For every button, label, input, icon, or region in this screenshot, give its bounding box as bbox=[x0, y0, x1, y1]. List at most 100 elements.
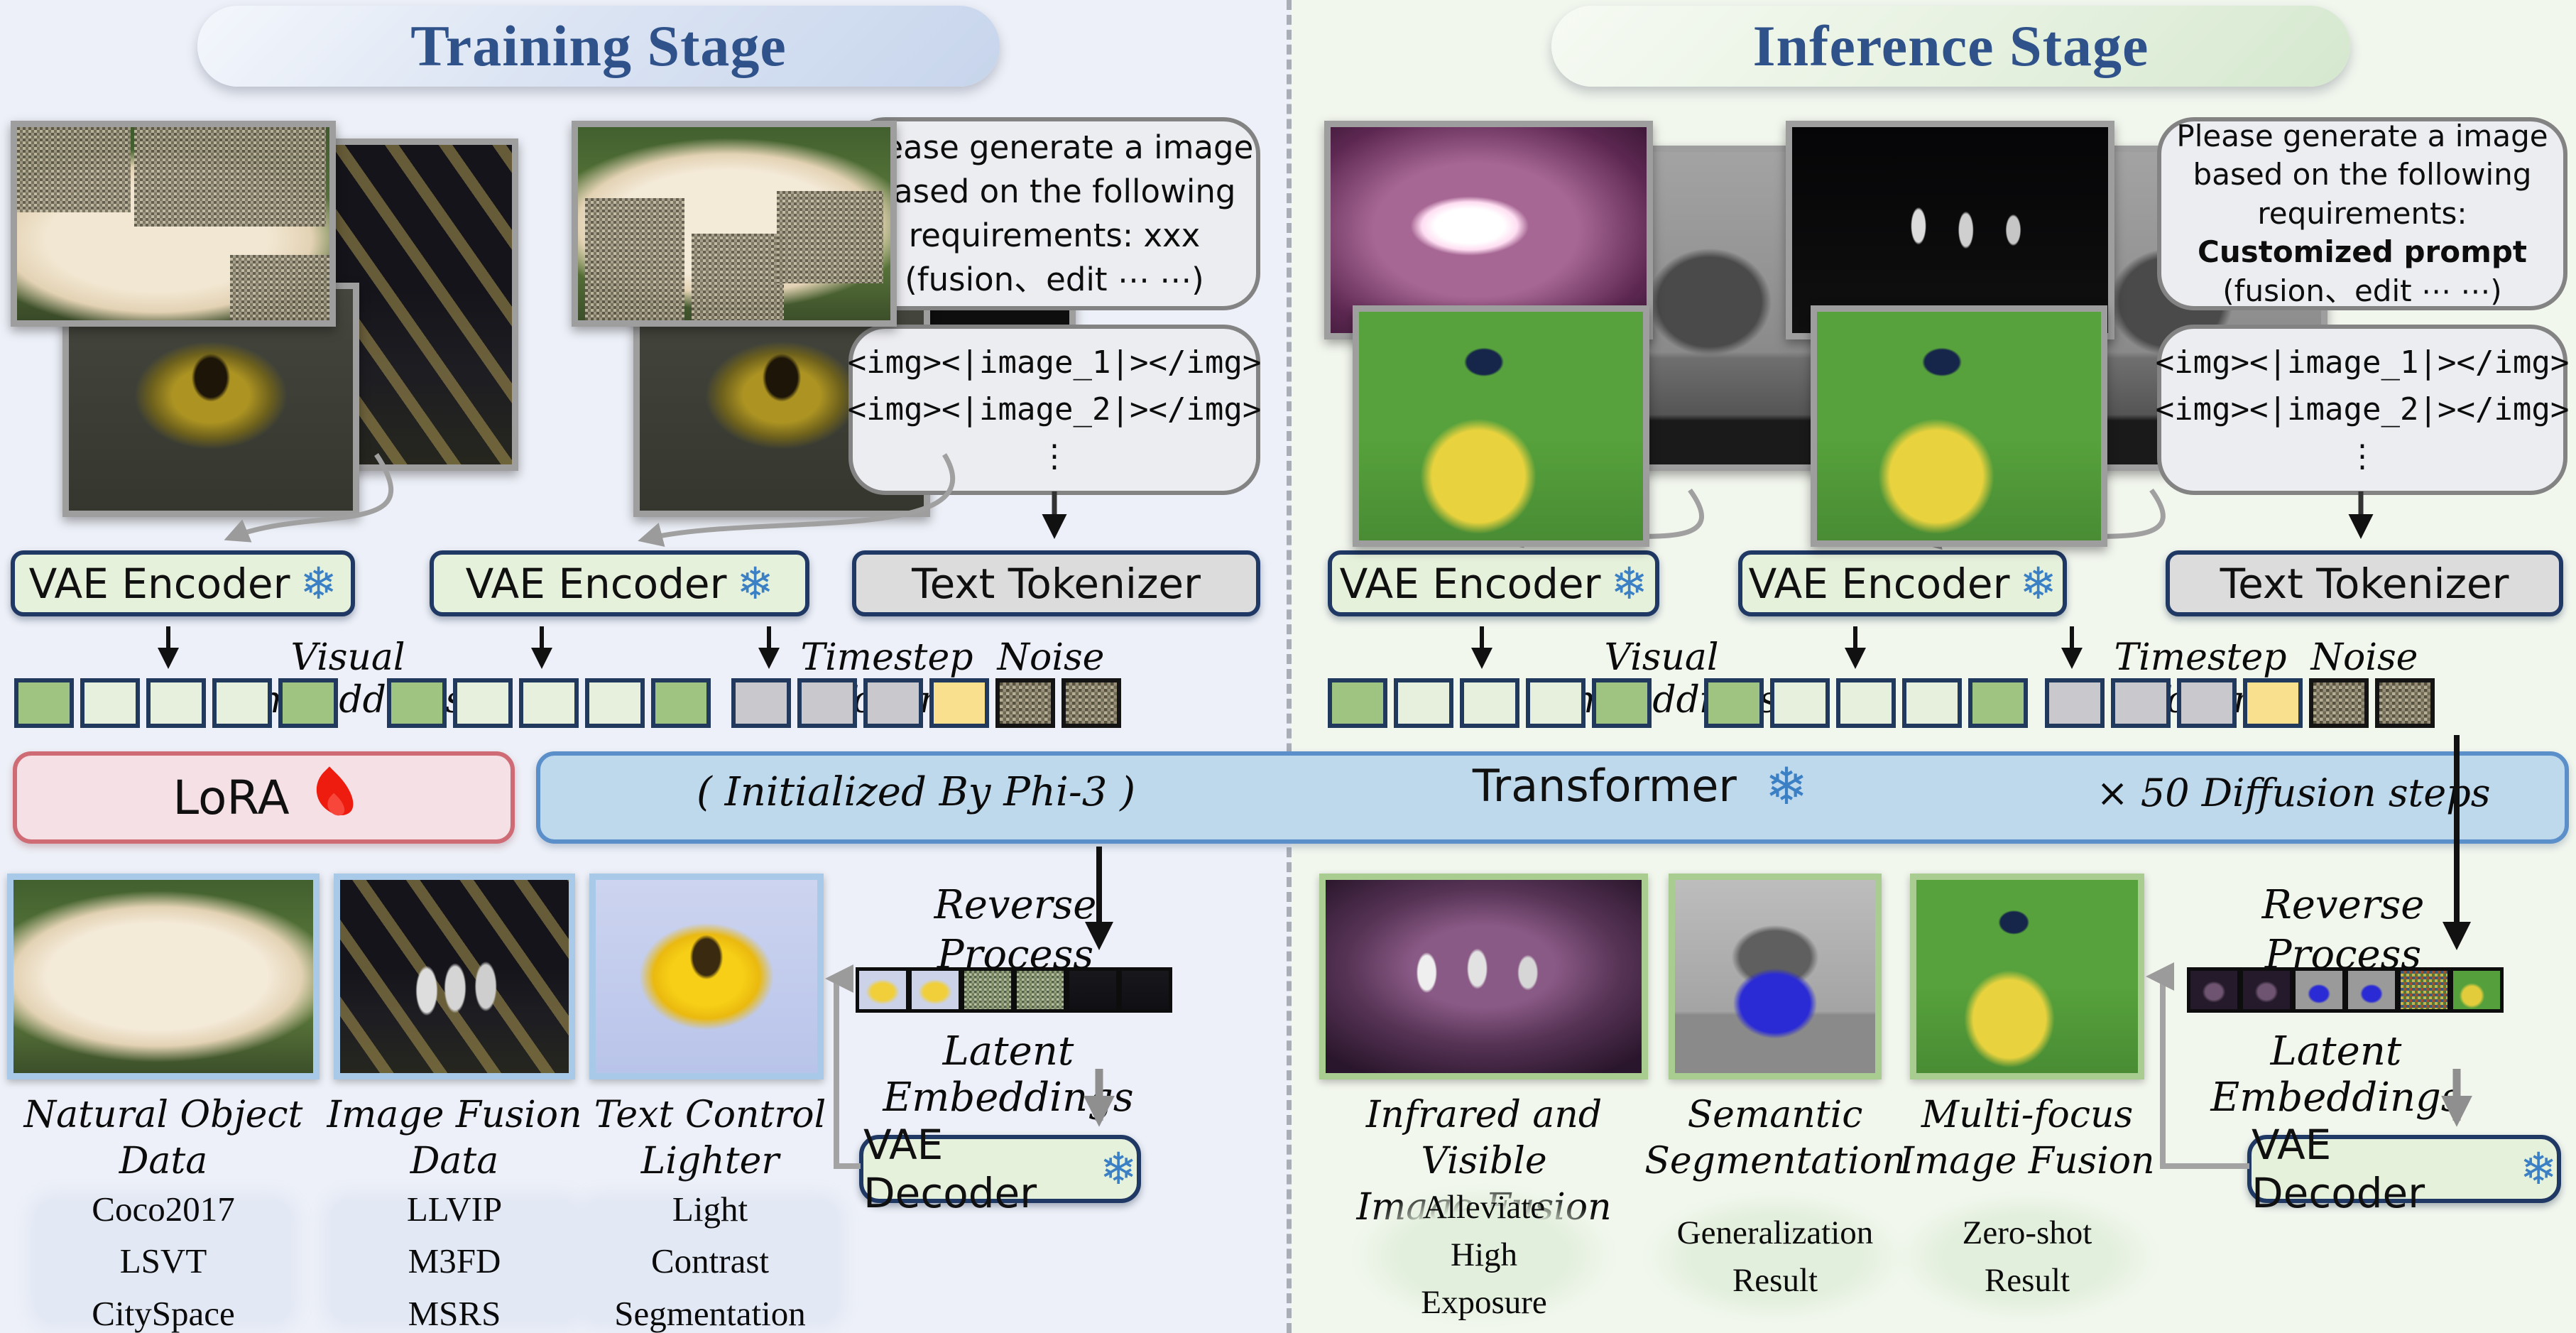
caption-line: Data bbox=[119, 1140, 208, 1182]
caption-line: Image Fusion bbox=[327, 1094, 582, 1136]
caption-line: Multi-focus bbox=[1921, 1094, 2134, 1136]
prompt-line: Please generate a image bbox=[2176, 118, 2548, 153]
vae-encoder-label: VAE Encoder bbox=[465, 559, 727, 608]
result-line: Zero-shot bbox=[1962, 1214, 2092, 1252]
reverse-process-label: Reverse Process bbox=[2201, 881, 2485, 980]
training-stage-title: Training Stage bbox=[410, 13, 787, 78]
result-line: High bbox=[1451, 1236, 1517, 1274]
training-vae-encoder-1: VAE Encoder ❄ bbox=[11, 550, 355, 616]
text-token bbox=[2111, 678, 2171, 728]
dataset-name: Contrast bbox=[650, 1241, 770, 1281]
lora-label: LoRA bbox=[173, 770, 290, 825]
dataset-name: LLVIP bbox=[406, 1189, 503, 1229]
snowflake-icon: ❄ bbox=[736, 557, 774, 609]
latent-strip-tile bbox=[2450, 967, 2504, 1013]
image-token: <img><|image_2|></img> bbox=[2155, 391, 2570, 428]
result-line: Result bbox=[1732, 1262, 1818, 1299]
prompt-line: based on the following bbox=[873, 172, 1236, 210]
latent-strip-tile bbox=[1013, 967, 1067, 1013]
training-text-tokenizer: Text Tokenizer bbox=[852, 550, 1260, 616]
text-token bbox=[731, 678, 791, 728]
diffusion-steps-label: × 50 Diffusion steps bbox=[2096, 771, 2491, 815]
noise-token bbox=[2309, 678, 2369, 728]
caption-line: Data bbox=[410, 1140, 499, 1182]
training-noisy-puppy-image bbox=[572, 121, 897, 327]
multi-focus-fusion-caption: Multi-focus Image Fusion bbox=[1885, 1092, 2169, 1185]
visual-token bbox=[1704, 678, 1764, 728]
lora-block: LoRA bbox=[13, 751, 515, 844]
visual-token bbox=[651, 678, 711, 728]
noise-token bbox=[2375, 678, 2435, 728]
result-blob-generalization: Generalization Result bbox=[1640, 1190, 1910, 1324]
result-line: Alleviate bbox=[1422, 1189, 1546, 1226]
prompt-line: requirements: bbox=[2257, 195, 2467, 231]
reverse-process-label: Reverse Process bbox=[873, 881, 1157, 980]
visual-token bbox=[278, 678, 338, 728]
inference-image-token-box: <img><|image_1|></img> <img><|image_2|><… bbox=[2155, 325, 2570, 495]
training-noisy-puppies-image bbox=[11, 121, 336, 327]
reverse-process-line: Reverse bbox=[934, 882, 1097, 928]
dataset-name: Segmentation bbox=[614, 1293, 806, 1333]
image-token: <img><|image_1|></img> bbox=[2155, 344, 2570, 381]
visual-token bbox=[1394, 678, 1453, 728]
caption-line: Segmentation bbox=[1644, 1140, 1906, 1182]
vae-encoder-label: VAE Encoder bbox=[1748, 559, 2010, 608]
visual-token bbox=[1902, 678, 1962, 728]
result-blob-exposure: Alleviate High Exposure bbox=[1349, 1182, 1619, 1328]
latent-strip-tile bbox=[2345, 967, 2398, 1013]
inference-stage-title: Inference Stage bbox=[1752, 13, 2149, 78]
dataset-list-control: Light Contrast Segmentation bbox=[582, 1190, 838, 1333]
result-line: Result bbox=[1984, 1262, 2070, 1299]
visual-token bbox=[1968, 678, 2028, 728]
noise-label: Noise bbox=[997, 636, 1105, 679]
visual-token bbox=[1328, 678, 1387, 728]
transformer-title: Transformer ❄ bbox=[1392, 760, 1889, 812]
vertical-ellipsis: ⋮ bbox=[2347, 438, 2378, 474]
image-token: <img><|image_1|></img> bbox=[847, 344, 1262, 381]
stage-divider-line bbox=[1287, 0, 1292, 1333]
result-blob-zeroshot: Zero-shot Result bbox=[1892, 1190, 2162, 1324]
latent-embeddings-label: Latent Embeddings bbox=[883, 1028, 1134, 1121]
dataset-list-natural: Coco2017 LSVT CitySpace bbox=[36, 1190, 291, 1333]
visual-token bbox=[519, 678, 579, 728]
snowflake-icon: ❄ bbox=[300, 557, 337, 609]
dataset-list-fusion: LLVIP M3FD MSRS bbox=[330, 1190, 579, 1333]
dataset-name: Coco2017 bbox=[92, 1189, 235, 1229]
text-token bbox=[863, 678, 923, 728]
latent-strip-tile bbox=[1066, 967, 1120, 1013]
caption-line: Infrared and Visible bbox=[1365, 1094, 1603, 1182]
inference-stage-title-pill: Inference Stage bbox=[1551, 6, 2350, 87]
visual-token bbox=[212, 678, 272, 728]
caption-line: Image Fusion bbox=[1899, 1140, 2155, 1182]
inference-vae-encoder-2: VAE Encoder ❄ bbox=[1738, 550, 2067, 616]
visual-token bbox=[585, 678, 645, 728]
dataset-name: CitySpace bbox=[92, 1293, 235, 1333]
result-line: Exposure bbox=[1421, 1283, 1547, 1321]
dataset-name: LSVT bbox=[119, 1241, 207, 1281]
latent-strip-tile bbox=[2239, 967, 2293, 1013]
caption-line: Lighter bbox=[640, 1140, 780, 1182]
latent-strip-tile bbox=[2187, 967, 2241, 1013]
text-control-lighter-image bbox=[589, 874, 824, 1079]
caption-line: Semantic bbox=[1687, 1094, 1863, 1136]
customized-prompt-line: Customized prompt bbox=[2198, 234, 2527, 270]
snowflake-icon: ❄ bbox=[1764, 756, 1808, 816]
latent-strip-tile bbox=[961, 967, 1015, 1013]
vae-encoder-label: VAE Encoder bbox=[1339, 559, 1601, 608]
prompt-line: Please generate a image bbox=[855, 128, 1254, 166]
transformer-label: Transformer bbox=[1472, 760, 1737, 812]
visual-token bbox=[146, 678, 206, 728]
snowflake-icon: ❄ bbox=[1100, 1143, 1137, 1195]
visual-token bbox=[14, 678, 74, 728]
text-token bbox=[2045, 678, 2105, 728]
caption-line: Text Control bbox=[594, 1094, 826, 1136]
prompt-line: requirements: xxx bbox=[908, 217, 1201, 254]
inference-golfer-image bbox=[1353, 305, 1649, 547]
visual-token bbox=[387, 678, 447, 728]
result-line: Generalization bbox=[1676, 1214, 1874, 1252]
transformer-init-label: ( Initialized By Phi-3 ) bbox=[696, 769, 1136, 815]
visual-token bbox=[1592, 678, 1652, 728]
natural-object-data-image bbox=[7, 874, 320, 1079]
text-token bbox=[2177, 678, 2237, 728]
caption-line: Natural Object bbox=[23, 1094, 303, 1136]
